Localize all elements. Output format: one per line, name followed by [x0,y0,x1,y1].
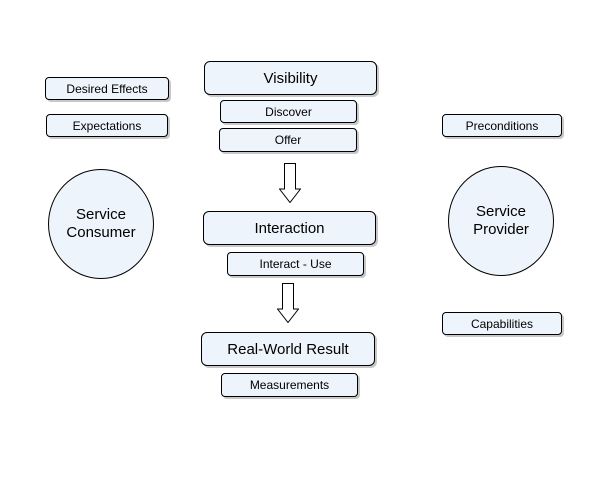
real-world-result-box: Real-World Result [201,332,375,366]
service-provider-label-line1: Service [475,203,526,220]
preconditions-label: Preconditions [465,118,539,133]
expectations-label: Expectations [72,118,142,133]
discover-box: Discover [220,100,357,123]
measurements-box: Measurements [221,373,358,397]
real-world-result-label: Real-World Result [227,340,349,358]
interact-use-label: Interact - Use [259,257,332,271]
service-provider-circle: Service Provider [448,166,554,276]
interact-use-box: Interact - Use [227,252,364,276]
down-arrow-2 [277,283,299,323]
service-provider-label-line2: Provider [473,221,529,238]
offer-box: Offer [219,128,357,152]
expectations-box: Expectations [46,114,168,137]
desired-effects-box: Desired Effects [45,77,169,100]
down-arrow-1 [279,163,301,203]
capabilities-label: Capabilities [470,316,534,331]
service-consumer-circle: Service Consumer [48,169,154,279]
offer-label: Offer [274,133,302,147]
discover-label: Discover [265,104,312,119]
interaction-label: Interaction [254,219,325,237]
visibility-box: Visibility [204,61,377,95]
service-consumer-label-line1: Service [75,206,126,223]
measurements-label: Measurements [249,378,330,392]
desired-effects-label: Desired Effects [66,81,148,96]
preconditions-box: Preconditions [442,114,562,137]
capabilities-box: Capabilities [442,312,562,335]
service-consumer-label-line2: Consumer [66,224,136,241]
visibility-label: Visibility [263,69,318,87]
interaction-box: Interaction [203,211,376,245]
